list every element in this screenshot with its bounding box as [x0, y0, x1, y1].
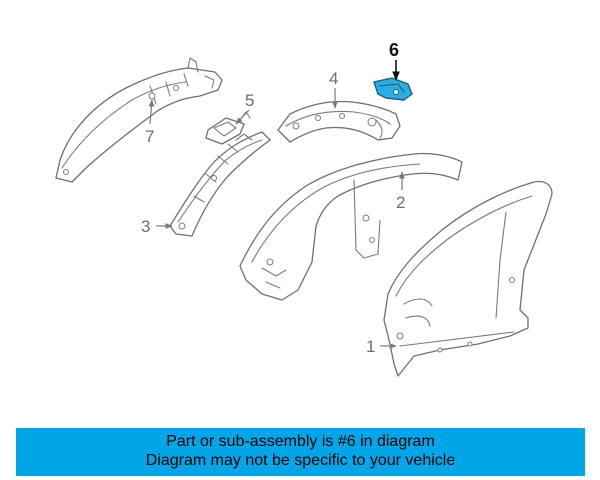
- part-4-roof-rail-reinforcement: [277, 100, 401, 143]
- part-1-body-side-panel: [383, 180, 553, 377]
- part-2-front-pillar: [239, 152, 463, 301]
- banner-line-2: Diagram may not be specific to your vehi…: [145, 452, 456, 469]
- info-banner: Part or sub-assembly is #6 in diagram Di…: [16, 428, 585, 476]
- callout-5: 5: [235, 91, 254, 125]
- callout-3: 3: [141, 217, 173, 236]
- callout-2-label: 2: [396, 193, 405, 212]
- part-6-highlighted-bracket: [373, 77, 413, 101]
- callout-4: 4: [329, 69, 338, 109]
- callout-5-label: 5: [245, 91, 254, 110]
- part-6-fill: [373, 77, 413, 101]
- callout-6-label: 6: [389, 40, 399, 60]
- part-3-pillar-reinforcement: [169, 131, 271, 237]
- callout-1-label: 1: [366, 337, 375, 356]
- callout-3-label: 3: [141, 217, 150, 236]
- part-7-wheelhouse-panel: [55, 57, 223, 183]
- callout-1: 1: [366, 337, 397, 356]
- callout-2: 2: [396, 171, 405, 212]
- banner-line-1: Part or sub-assembly is #6 in diagram: [166, 433, 435, 450]
- callout-4-label: 4: [329, 69, 338, 88]
- callout-6: 6: [389, 40, 400, 81]
- callout-7-label: 7: [145, 127, 154, 146]
- callout-7: 7: [145, 99, 154, 146]
- parts-diagram: 7 5 4 6 3 2 1: [55, 40, 553, 377]
